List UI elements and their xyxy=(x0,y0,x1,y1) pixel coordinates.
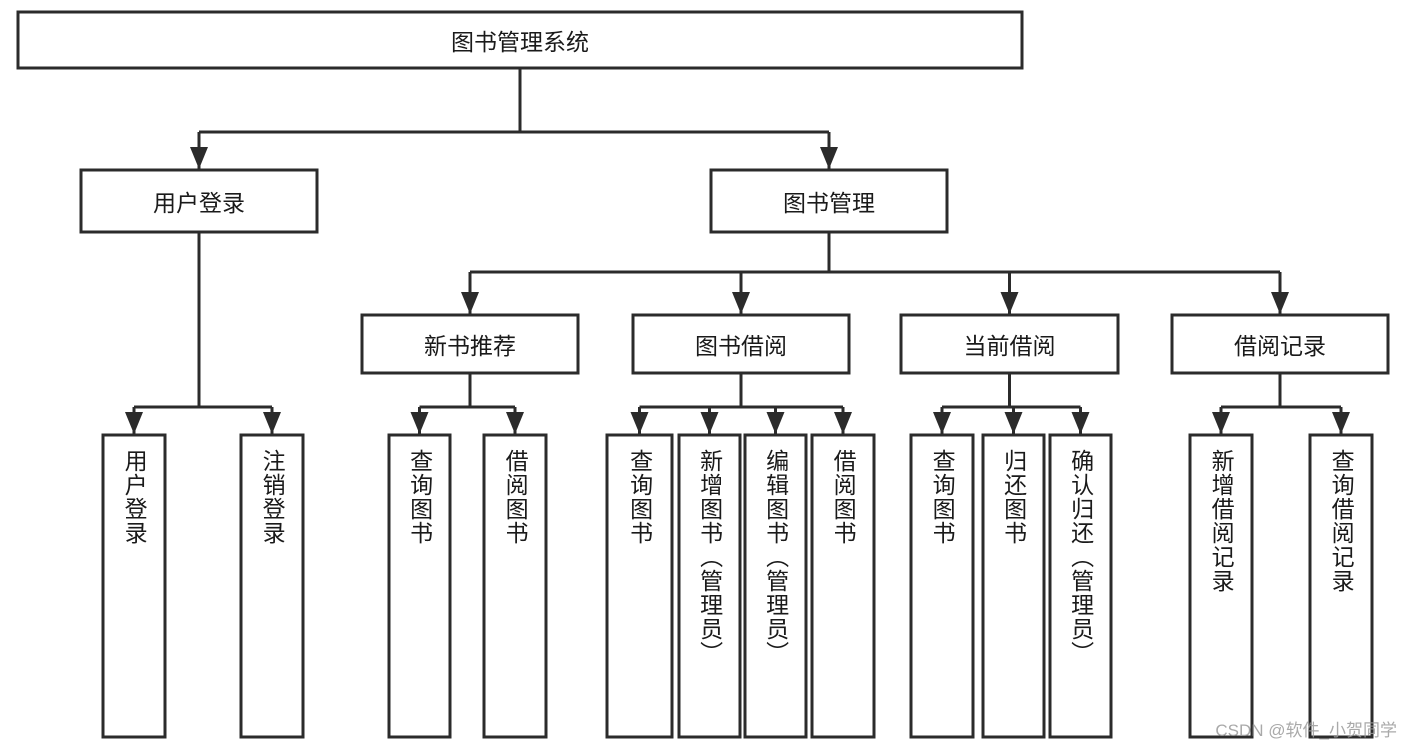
node-leaf-11 xyxy=(1188,433,1254,739)
node-leaf-0 xyxy=(101,433,167,739)
node-leaf-8 xyxy=(909,433,975,739)
arrow-head-icon xyxy=(1000,292,1019,314)
arrow-head-icon xyxy=(410,412,429,434)
node-leaf-2 xyxy=(387,433,452,739)
node-leaf-6 xyxy=(743,433,808,739)
arrow-head-icon xyxy=(461,292,479,314)
arrow-head-icon xyxy=(506,412,524,434)
node-level3-2 xyxy=(899,313,1120,375)
arrow-head-icon xyxy=(732,292,750,314)
arrow-head-icon xyxy=(1004,412,1023,434)
arrow-head-icon xyxy=(766,412,785,434)
node-leaf-3 xyxy=(482,433,548,739)
arrow-head-icon xyxy=(1071,412,1090,434)
arrow-head-icon xyxy=(1332,412,1350,434)
node-boxes xyxy=(16,10,1390,739)
node-level2-1 xyxy=(709,168,949,234)
csdn-watermark: CSDN @软件_小贺同学 xyxy=(1215,721,1397,740)
arrow-head-icon xyxy=(1271,292,1289,314)
arrow-head-icon xyxy=(834,412,852,434)
node-root xyxy=(16,10,1024,70)
arrow-head-icon xyxy=(1212,412,1230,434)
node-leaf-7 xyxy=(810,433,876,739)
node-leaf-12 xyxy=(1308,433,1374,739)
node-leaf-10 xyxy=(1048,433,1113,739)
node-leaf-1 xyxy=(239,433,305,739)
node-leaf-4 xyxy=(605,433,674,739)
arrow-head-icon xyxy=(820,147,838,169)
arrow-head-icon xyxy=(263,412,281,434)
node-leaf-5 xyxy=(677,433,742,739)
node-level2-0 xyxy=(79,168,319,234)
node-level3-1 xyxy=(631,313,851,375)
node-leaf-9 xyxy=(981,433,1046,739)
arrow-head-icon xyxy=(190,147,208,169)
node-level3-0 xyxy=(360,313,580,375)
arrow-head-icon xyxy=(933,412,951,434)
node-level3-3 xyxy=(1170,313,1390,375)
connector-lines xyxy=(125,68,1350,434)
arrow-head-icon xyxy=(700,412,719,434)
arrow-head-icon xyxy=(630,412,649,434)
arrow-head-icon xyxy=(125,412,143,434)
